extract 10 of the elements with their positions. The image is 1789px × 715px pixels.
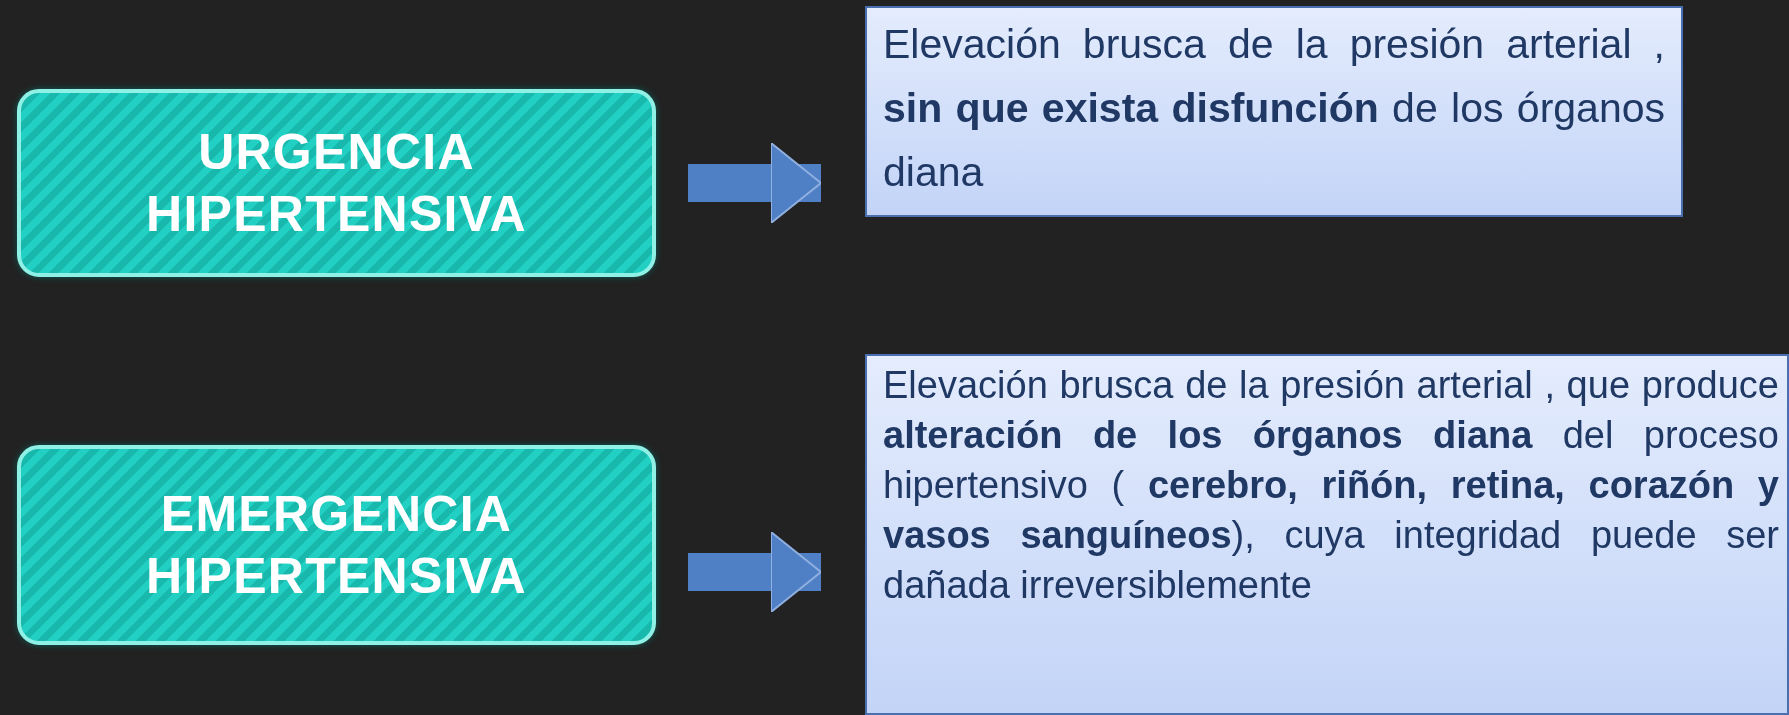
definition-text: Elevación brusca de la presión arterial , que produce alteración de los órganos diana del proceso hipertensivo ( cerebro, riñón, retina, corazón y vasos sanguíneos), cuya integridad puede ser dañada irreversiblemente [883,363,1779,608]
term-box [17,445,656,645]
definition-box [865,354,1789,715]
term-label: EMERGENCIA HIPERTENSIVA [145,485,528,606]
definition-box [865,6,1683,217]
block-arrow [688,142,822,224]
term-box [17,89,656,277]
definition-text: Elevación brusca de la presión arterial , sin que exista disfunción de los órganos diana [883,20,1665,197]
block-arrow [688,531,822,613]
term-label: URGENCIA HIPERTENSIVA [145,123,528,244]
